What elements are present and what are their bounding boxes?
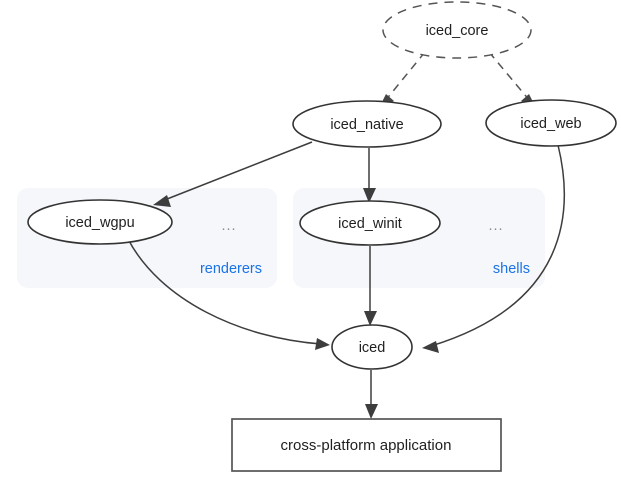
cluster-renderers-ellipsis: ... — [221, 218, 236, 234]
node-iced-shape[interactable] — [331, 324, 413, 370]
node-iced-wgpu-label: iced_wgpu — [65, 215, 134, 231]
node-iced-winit-label: iced_winit — [338, 216, 402, 232]
cluster-shells-label: shells — [493, 261, 530, 277]
node-iced-label: iced — [359, 340, 386, 356]
node-iced-core-shape[interactable] — [382, 1, 532, 59]
edge-iced-web-to-iced — [422, 144, 566, 353]
node-cross-platform-application[interactable]: cross-platform application — [231, 418, 502, 472]
node-iced-winit-shape[interactable] — [299, 200, 441, 246]
edge-iced-core-to-iced-web — [488, 51, 536, 108]
node-iced-native-label: iced_native — [330, 117, 403, 133]
edge-iced-to-application — [365, 370, 378, 419]
cluster-shells-ellipsis: ... — [488, 218, 503, 234]
node-iced-winit[interactable]: iced_winit — [299, 200, 441, 246]
node-application-label: cross-platform application — [281, 437, 452, 454]
node-application-shape[interactable] — [231, 418, 502, 472]
node-iced-web[interactable]: iced_web — [485, 99, 617, 147]
edge-iced-core-to-iced-native — [379, 51, 426, 108]
node-iced-native[interactable]: iced_native — [292, 100, 442, 148]
node-iced[interactable]: iced — [331, 324, 413, 370]
node-iced-core-label: iced_core — [426, 23, 489, 39]
edge-iced-winit-to-iced — [364, 246, 377, 326]
edge-iced-native-to-iced-wgpu — [153, 141, 313, 207]
edge-iced-native-to-iced-winit — [363, 148, 376, 203]
node-iced-web-shape[interactable] — [485, 99, 617, 147]
node-iced-wgpu-shape[interactable] — [27, 199, 173, 245]
node-iced-web-label: iced_web — [520, 116, 581, 132]
cluster-renderers-label: renderers — [200, 261, 262, 277]
node-iced-wgpu[interactable]: iced_wgpu — [27, 199, 173, 245]
node-iced-native-shape[interactable] — [292, 100, 442, 148]
edge-iced-wgpu-to-iced — [127, 238, 330, 350]
node-iced-core[interactable]: iced_core — [382, 1, 532, 59]
